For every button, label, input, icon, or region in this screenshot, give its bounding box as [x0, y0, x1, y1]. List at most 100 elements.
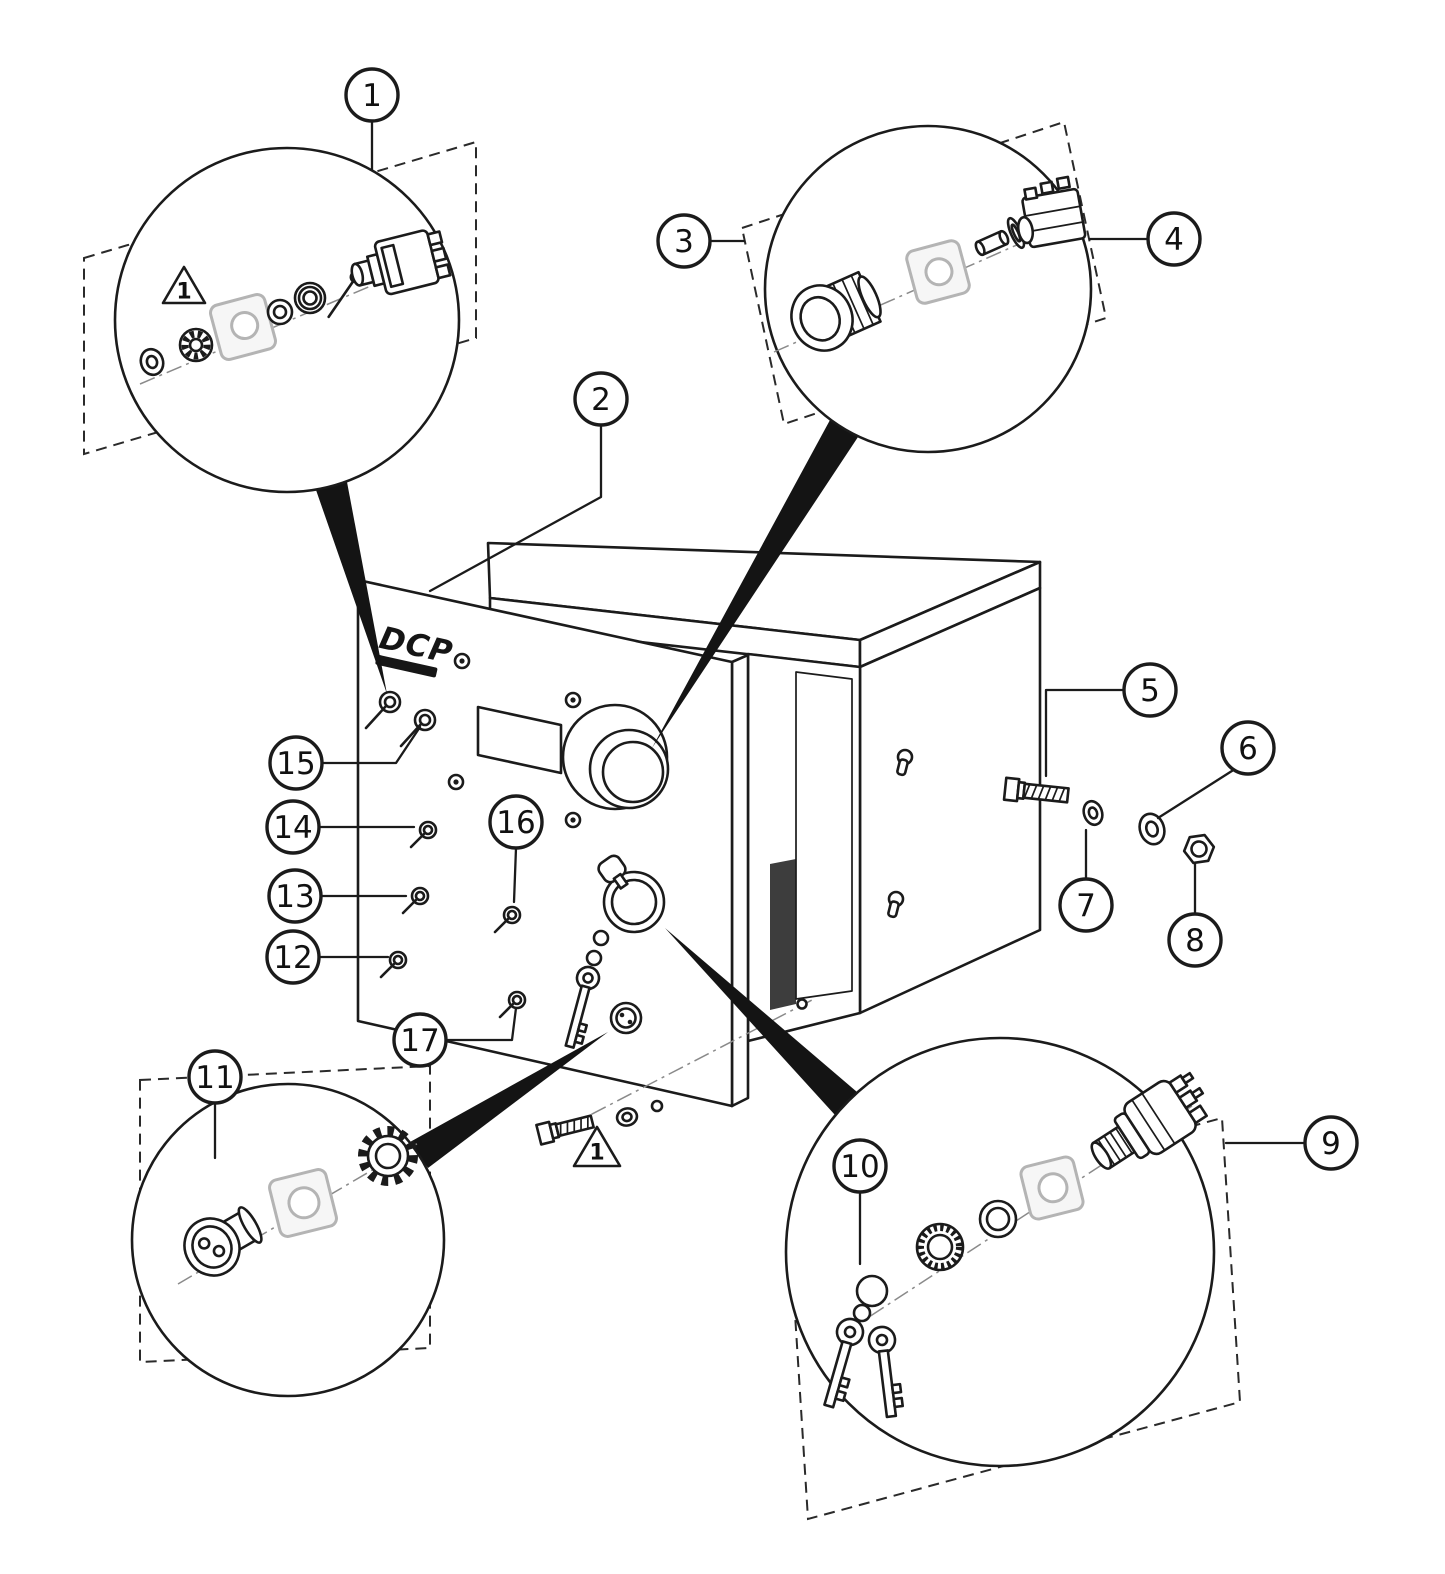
callout-15: 15 [268, 735, 324, 791]
ring-nut [293, 281, 327, 315]
key-bow-in-switch [597, 854, 629, 890]
toggle-switch [327, 229, 452, 319]
front-panel-thickness [730, 653, 750, 1108]
side-hardware [1002, 776, 1216, 865]
callout-16: 16 [488, 794, 544, 850]
wedge-keyswitch-detail [665, 928, 857, 1115]
detail-circle-connector [130, 1082, 446, 1398]
mounting-washer [615, 1107, 639, 1127]
callout-6-leader [1156, 767, 1237, 820]
callout-13: 13 [267, 868, 323, 924]
key-1 [823, 1317, 865, 1409]
latch-keyhole-2 [887, 890, 905, 919]
svg-text:11: 11 [195, 1060, 234, 1096]
svg-text:5: 5 [1140, 673, 1160, 709]
svg-text:3: 3 [674, 224, 694, 260]
callout-2: 2 [573, 371, 629, 427]
panel-screw-4 [564, 811, 582, 829]
connector-socket [183, 1206, 263, 1277]
panel-toggle-switch-2 [399, 708, 437, 748]
box-hole [796, 998, 808, 1010]
gasket [1019, 1155, 1085, 1221]
gasket [905, 239, 971, 305]
latch-keyhole-1 [896, 748, 914, 777]
svg-text:4: 4 [1164, 222, 1184, 258]
panel-toggle-switch-1 [364, 690, 402, 730]
svg-text:2: 2 [591, 382, 611, 418]
wedge-toggle-detail [316, 482, 387, 694]
svg-text:9: 9 [1321, 1126, 1341, 1162]
panel-key-switch [564, 854, 666, 1049]
key-switch-body [1090, 1071, 1208, 1170]
washer-item-7 [1082, 799, 1104, 827]
callout-5: 5 [1122, 662, 1178, 718]
panel-mounting-hardware: 1 [535, 998, 813, 1168]
washer-small [139, 347, 165, 377]
detail-connector-kit [177, 1126, 421, 1285]
svg-text:17: 17 [400, 1023, 439, 1059]
svg-text:8: 8 [1185, 923, 1205, 959]
key-chain-link-2 [585, 949, 603, 967]
box-front-face [746, 652, 862, 1043]
panel-plug-13 [401, 886, 430, 915]
mounting-screw [535, 1114, 595, 1146]
screw-item-5 [1002, 776, 1070, 804]
logo-bar [375, 654, 438, 678]
detail-toggle-switch-kit: 1 [139, 229, 452, 385]
callout-5-leader [1044, 688, 1126, 778]
gasket [209, 293, 277, 361]
panel-screw-2 [564, 691, 582, 709]
callout-2-leader [428, 423, 603, 593]
svg-text:10: 10 [840, 1149, 879, 1185]
detail-key-switch-kit [823, 1071, 1208, 1419]
lock-washer [178, 327, 214, 363]
svg-text:12: 12 [273, 940, 312, 976]
svg-text:13: 13 [275, 879, 314, 915]
callout-11: 11 [187, 1049, 243, 1105]
door-outline [795, 671, 853, 1000]
detail-pushbutton-kit [773, 175, 1087, 353]
callout-4: 4 [1146, 211, 1202, 267]
callout-9: 9 [1303, 1115, 1359, 1171]
wedge-pushbutton-detail [652, 420, 858, 748]
panel-connector [609, 1001, 643, 1035]
panel-screw-1 [453, 652, 471, 670]
callouts: 1 2 3 4 5 6 7 8 9 10 11 12 13 14 15 16 1… [187, 67, 1359, 1194]
control-box: DCP [356, 541, 1042, 1108]
gasket [268, 1168, 338, 1238]
callout-14: 14 [265, 799, 321, 855]
panel-plug-12 [379, 950, 408, 979]
callout-17-leader [444, 1006, 518, 1042]
callout-leaders [213, 119, 1307, 1266]
svg-text:7: 7 [1076, 888, 1096, 924]
callout-8: 8 [1167, 912, 1223, 968]
panel-hole [650, 1099, 664, 1113]
keyring [852, 1274, 889, 1323]
callout-12: 12 [265, 929, 321, 985]
callout-10: 10 [832, 1138, 888, 1194]
warning-triangle-detail: 1 [161, 265, 207, 305]
callout-1: 1 [344, 67, 400, 123]
callout-6: 6 [1220, 720, 1276, 776]
callout-16-leader [512, 846, 518, 904]
hanging-key [564, 965, 601, 1049]
spacer-ring [978, 1199, 1018, 1239]
wedge-connector-detail [410, 1032, 608, 1168]
label-plate [476, 705, 563, 775]
panel-pushbutton [561, 703, 670, 811]
washer-item-6 [1138, 812, 1166, 846]
callout-3: 3 [656, 213, 712, 269]
callout-7: 7 [1058, 877, 1114, 933]
nut-item-8 [1182, 833, 1216, 865]
pushbutton-head [790, 270, 882, 352]
warning-number: 1 [589, 1141, 604, 1166]
svg-text:16: 16 [496, 805, 535, 841]
shaft [974, 229, 1010, 257]
warning-triangle-bottom: 1 [572, 1125, 622, 1168]
key-chain-link-1 [592, 929, 610, 947]
svg-text:15: 15 [276, 746, 315, 782]
panel-plug-14 [409, 820, 438, 849]
pointer-wedges [316, 420, 858, 1168]
contact-block [1016, 175, 1087, 249]
